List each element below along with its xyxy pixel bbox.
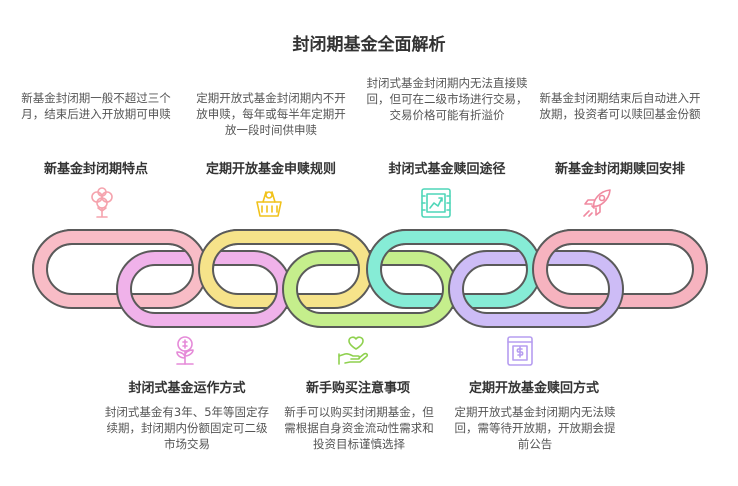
bottom-desc-1: 封闭式基金有3年、5年等固定存续期，封闭期内份额固定可二级市场交易 [104,405,270,451]
plant-coin-icon [176,336,194,365]
shopping-basket-icon [256,191,282,217]
bottom-desc-2: 新手可以购买封闭期基金，但需根据自身资金流动性需求和投资目标谨慎选择 [284,405,434,451]
top-heading-1: 新基金封闭期特点 [43,162,148,177]
invoice-dollar-icon [507,336,533,366]
diagram-title: 封闭期基金全面解析 [292,35,446,55]
rocket-icon [583,189,611,217]
bottom-desc-3: 定期开放式基金封闭期内无法赎回，需等待开放期，开放期会提前公告 [454,405,616,451]
top-desc-1: 新基金封闭期一般不超过三个月，结束后进入开放期可申赎 [21,91,171,121]
bottom-heading-3: 定期开放基金赎回方式 [468,381,599,396]
bottom-heading-1: 封闭式基金运作方式 [128,381,246,396]
money-tree-icon [91,187,113,218]
top-desc-3: 封闭式基金封闭期内无法直接赎回，但可在二级市场进行交易，交易价格可能有折溢价 [366,76,528,122]
top-heading-2: 定期开放基金申赎规则 [205,162,336,177]
bottom-heading-2: 新手购买注意事项 [305,381,410,396]
hand-heart-icon [338,336,369,365]
top-desc-4: 新基金封闭期结束后自动进入开放期，投资者可以赎回基金份额 [539,91,701,121]
top-desc-2: 定期开放式基金封闭期内不开放申赎，每年或每半年定期开放一段时间供申赎 [196,91,346,137]
exchange-chart-icon [421,188,451,218]
top-heading-3: 封闭式基金赎回途径 [388,162,506,177]
top-heading-4: 新基金封闭期赎回安排 [554,162,685,177]
